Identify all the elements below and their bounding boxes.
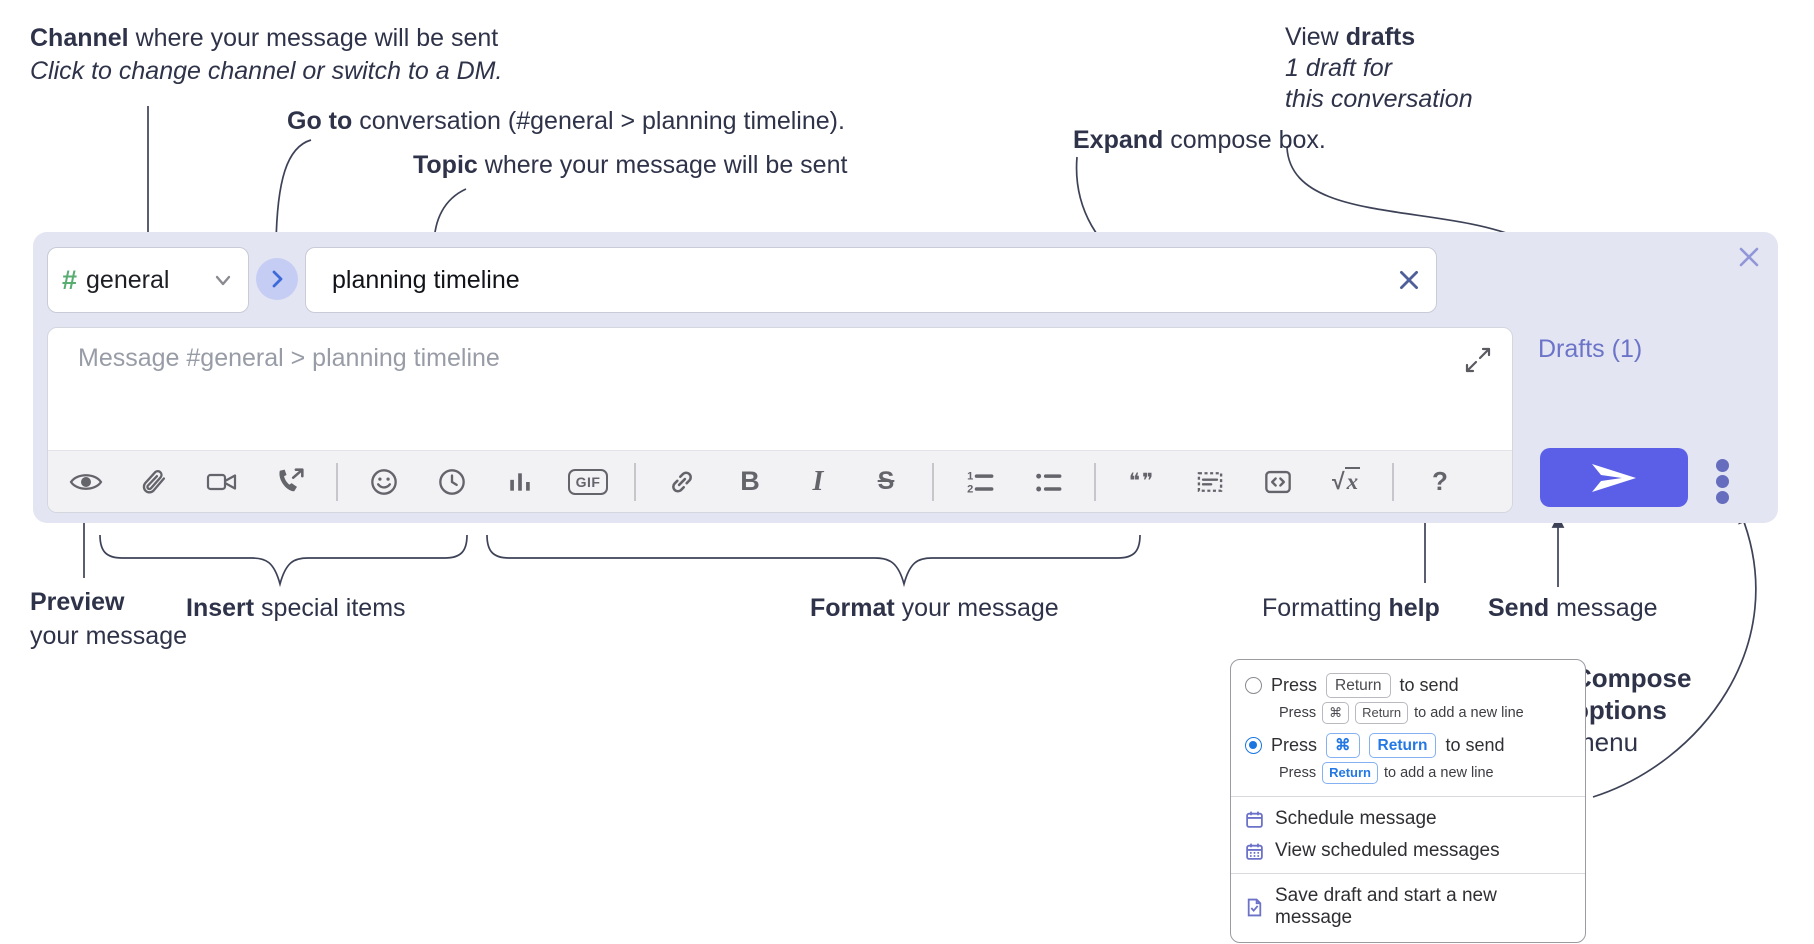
toolbar-divider [1392,462,1394,501]
spoiler-icon[interactable] [1188,460,1232,504]
annotation-expand: Expand compose box. [1073,126,1326,154]
radio-unselected-icon[interactable] [1245,677,1262,694]
gif-icon[interactable]: GIF [566,460,610,504]
channel-name: general [86,265,170,294]
clear-topic-icon[interactable] [1396,267,1422,293]
send-button[interactable] [1540,448,1688,507]
calendar-icon [1245,810,1264,829]
math-icon[interactable]: √x [1331,467,1361,494]
kbd-return: Return [1326,673,1391,698]
bulleted-list-icon[interactable] [1026,460,1070,504]
annotation-formatting-help: Formatting help [1262,594,1440,622]
compose-options-popup: Press Return to send Press ⌘ Return to a… [1230,659,1586,943]
message-compose-area: GIF B I S 12 [47,327,1513,513]
option-cmd-enter-to-send-hint: Press Return to add a new line [1231,761,1585,790]
code-icon[interactable] [1256,460,1300,504]
annotation-topic: Topic where your message will be sent [413,151,848,179]
option-enter-to-send[interactable]: Press Return to send [1231,670,1585,701]
expand-compose-icon[interactable] [1464,346,1492,374]
svg-text:2: 2 [967,483,973,495]
quote-icon[interactable]: ❝❞ [1128,470,1156,493]
annotation-format: Format your message [810,594,1059,622]
kbd-cmd: ⌘ [1326,733,1360,758]
compose-box: # general [33,232,1778,523]
kbd-cmd: ⌘ [1322,702,1350,724]
annotation-send: Send message [1488,594,1658,622]
menu-divider [1231,873,1585,874]
formatting-help-icon[interactable]: ? [1432,466,1448,496]
menu-item-schedule-message[interactable]: Schedule message [1231,803,1585,835]
topic-input-box [305,247,1437,313]
attach-file-icon[interactable] [132,460,176,504]
toolbar-divider [336,462,338,501]
topic-input[interactable] [330,264,1396,296]
go-to-conversation-button[interactable] [256,258,298,300]
message-input[interactable] [48,328,1512,450]
send-icon [1592,463,1636,492]
annotation-channel: Channel where your message will be sent … [30,24,503,85]
bold-icon[interactable]: B [740,466,760,496]
toolbar-divider [932,462,934,501]
time-icon[interactable] [430,460,474,504]
toolbar-divider [1094,462,1096,501]
italic-icon[interactable]: I [812,465,824,497]
menu-item-save-draft[interactable]: Save draft and start a new message [1231,880,1585,934]
annotation-preview: Preview your message [30,588,188,650]
compose-options-menu-button[interactable] [1716,459,1729,504]
chevron-down-icon [215,275,231,286]
close-compose-icon[interactable] [1734,242,1764,272]
svg-text:1: 1 [967,470,973,482]
channel-selector[interactable]: # general [47,247,249,313]
video-call-icon[interactable] [200,460,244,504]
option-enter-to-send-hint: Press ⌘ Return to add a new line [1231,701,1585,730]
annotation-goto: Go to conversation (#general > planning … [287,107,845,135]
annotation-view-drafts: View drafts 1 draft for this conversatio… [1285,23,1473,113]
kbd-return: Return [1322,762,1378,784]
preview-icon[interactable] [64,460,108,504]
kbd-return: Return [1368,733,1437,758]
voice-call-icon[interactable] [268,460,312,504]
menu-item-view-scheduled[interactable]: View scheduled messages [1231,835,1585,867]
channel-hash-icon: # [62,264,78,295]
emoji-icon[interactable] [362,460,406,504]
strikethrough-icon[interactable]: S [877,467,895,495]
kbd-return: Return [1355,702,1409,724]
annotation-insert: Insert special items [186,594,406,622]
drafts-link[interactable]: Drafts (1) [1538,335,1643,363]
option-cmd-enter-to-send[interactable]: Press ⌘ Return to send [1231,730,1585,761]
poll-icon[interactable] [498,460,542,504]
draft-file-icon [1245,898,1264,917]
link-icon[interactable] [660,460,704,504]
chevron-right-icon [272,270,283,288]
toolbar-divider [634,462,636,501]
calendar-grid-icon [1245,842,1264,861]
annotation-compose-options: Compose options menu [1573,663,1692,757]
menu-divider [1231,796,1585,797]
radio-selected-icon[interactable] [1245,737,1262,754]
